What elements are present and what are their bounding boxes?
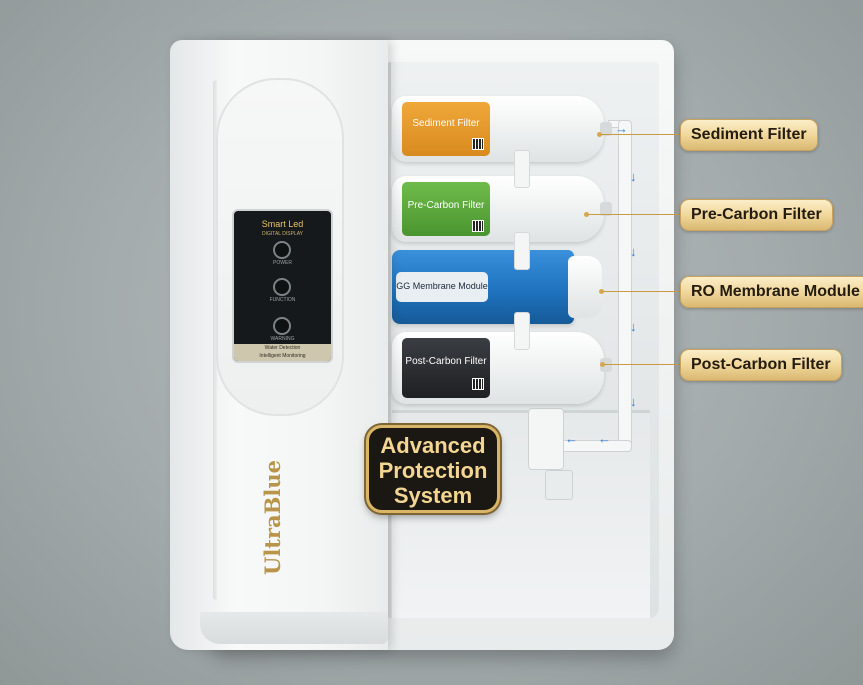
callout-leader [588,214,680,215]
qr-code-icon [472,378,484,390]
display-footer-line2: Intelligent Monitoring [259,353,306,359]
filter-label-text: GG Membrane Module [396,281,488,291]
filter-cap [600,358,612,372]
brand-name: UltraBlue [260,459,285,575]
smart-led-display: Smart Led DIGITAL DISPLAY POWER FUNCTION… [232,209,333,363]
filter-cap [600,122,612,136]
callout-post-carbon-filter: Post-Carbon Filter [680,349,842,381]
flow-arrow-icon: ↓ [630,319,637,334]
outlet-fitting [528,408,564,470]
advanced-protection-badge: Advanced Protection System [366,425,500,513]
display-footer-line1: Water Detection [264,345,301,351]
function-button[interactable] [273,278,291,296]
hero-line-2: Protection [378,458,488,483]
ro-membrane-module: GG Membrane Module [392,250,602,324]
callout-dot [600,362,605,367]
callout-pre-carbon-filter: Pre-Carbon Filter [680,199,833,231]
display-subtitle: DIGITAL DISPLAY [261,231,304,237]
filter-cap [600,202,612,216]
flow-arrow-icon: ← [565,431,578,446]
callout-dot [597,132,602,137]
filter-clip [514,312,530,350]
flow-arrow-icon: ← [598,431,611,446]
qr-code-icon [472,220,484,232]
flow-arrow-icon: ↓ [630,394,637,409]
function-button-label: FUNCTION [269,297,296,303]
callout-dot [599,289,604,294]
filter-label-text: Post-Carbon Filter [405,356,487,367]
filter-clip [514,232,530,270]
warning-button-label: WARNING [270,336,295,342]
outlet-valve [545,470,573,500]
callout-leader [603,291,680,292]
callout-sediment-filter: Sediment Filter [680,119,818,151]
callout-leader [604,364,680,365]
filter-label: Sediment Filter [402,102,490,156]
filter-label: GG Membrane Module [396,272,488,302]
pre-carbon-filter-cartridge: Pre-Carbon Filter [392,176,612,242]
flow-arrow-icon: → [615,121,628,136]
filter-label: Post-Carbon Filter [402,338,490,398]
filter-label-text: Pre-Carbon Filter [407,200,485,211]
flow-arrow-icon: ↓ [630,244,637,259]
filter-label: Pre-Carbon Filter [402,182,490,236]
hero-line-3: System [393,483,473,508]
flow-arrow-icon: ↓ [630,169,637,184]
power-button[interactable] [273,241,291,259]
display-title: Smart Led [261,219,304,229]
membrane-housing-cap [568,256,602,318]
qr-code-icon [472,138,484,150]
panel-base [200,612,388,644]
hero-line-1: Advanced [380,433,486,458]
power-button-label: POWER [273,260,292,266]
callout-ro-membrane-module: RO Membrane Module [680,276,863,308]
display-footer: Water Detection Intelligent Monitoring [234,344,331,361]
callout-dot [584,212,589,217]
post-carbon-filter-cartridge: Post-Carbon Filter [392,332,612,404]
callout-leader [601,134,681,135]
filter-clip [514,150,530,188]
warning-button[interactable] [273,317,291,335]
sediment-filter-cartridge: Sediment Filter [392,96,612,162]
filter-label-text: Sediment Filter [412,118,480,129]
